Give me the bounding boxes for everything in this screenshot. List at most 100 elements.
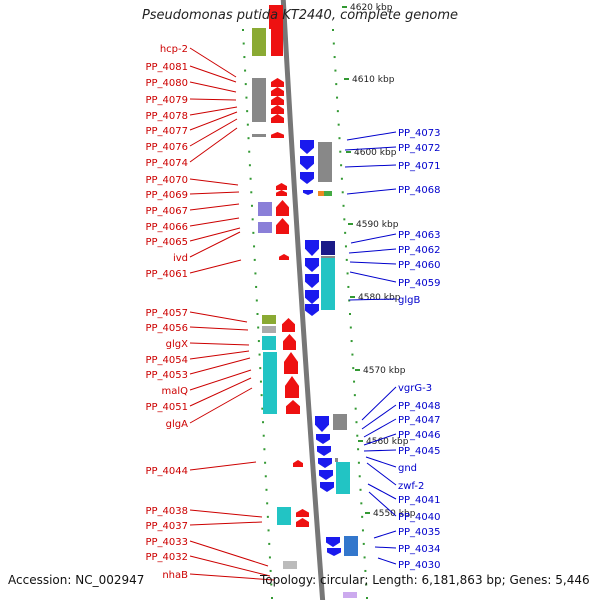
left-gene-label: PP_4053 [145,370,188,381]
left-leader-line [189,357,251,375]
left-tick-dot [251,218,254,221]
left-tick-dot [254,272,257,275]
left-tick-dot [259,380,262,383]
gene-feature [269,5,283,29]
right-tick-dot [349,313,351,315]
right-tick-dot [355,421,358,424]
right-tick-dot [361,515,364,518]
left-leader-line [189,326,249,331]
right-gene-label: PP_4035 [398,527,441,538]
gene-feature [277,507,291,525]
gene-arrow-up [286,400,300,414]
right-tick-dot [360,502,363,505]
left-tick-dot [271,597,273,599]
right-tick-dot [361,529,364,532]
left-gene-label: PP_4044 [145,466,188,477]
right-gene-label: PP_4073 [398,128,441,139]
right-leader-line [367,483,397,500]
left-tick-dot [244,83,247,86]
left-gene-label: PP_4056 [145,323,188,334]
right-tick-dot [364,569,367,572]
gene-arrow-up [271,132,284,138]
right-leader-line [365,456,397,468]
gene-feature [324,191,332,196]
right-leader-line [363,449,397,452]
map-title: Pseudomonas putida KT2440, complete geno… [141,8,459,23]
left-leader-line [189,540,269,567]
right-tick-dot [336,110,339,113]
kbp-label: 4560 kbp [366,437,409,447]
right-leader-line [346,131,397,141]
left-gene-label: nhaB [162,570,188,581]
right-gene-label: PP_4072 [398,143,441,154]
gene-feature [258,202,272,216]
right-leader-line [349,261,397,265]
gene-arrow-down [319,470,333,480]
gene-arrow-down [300,156,314,170]
right-tick-dot [336,96,339,99]
right-gene-label: PP_4030 [398,560,441,571]
left-gene-label: PP_4057 [145,308,188,319]
right-tick-dot [344,245,347,248]
left-gene-label: PP_4078 [145,111,188,122]
left-gene-label: glgA [166,419,188,430]
right-leader-line [361,404,397,430]
gene-feature [271,28,283,56]
gene-arrow-up [283,334,296,350]
right-leader-line [363,433,397,446]
right-gene-label: PP_4063 [398,230,441,241]
left-leader-line [189,118,238,147]
gene-arrow-up [276,183,287,190]
left-gene-label: PP_4070 [145,175,188,186]
left-gene-label: PP_4065 [145,237,188,248]
left-tick-dot [242,42,245,45]
right-tick-dot [357,448,360,451]
right-tick-dot [339,150,342,153]
right-tick-dot [362,542,365,545]
gene-feature [336,462,350,494]
left-gene-label: PP_4033 [145,537,188,548]
kbp-tick [348,223,353,225]
right-leader-line [348,298,397,301]
right-gene-label: PP_4068 [398,185,441,196]
right-leader-line [350,233,397,244]
right-leader-line [344,164,397,168]
right-gene-label: PP_4060 [398,260,441,271]
kbp-label: 4610 kbp [352,75,395,85]
right-tick-dot [335,83,338,86]
gene-feature [318,191,324,196]
gene-feature [335,458,338,462]
gene-arrow-up [276,190,287,196]
left-tick-dot [262,434,265,437]
gene-arrow-up [284,352,298,374]
left-leader-line [189,98,237,101]
gene-feature [283,561,297,569]
gene-arrow-down [300,140,314,154]
right-gene-label: PP_4059 [398,278,441,289]
right-tick-dot [363,556,366,559]
right-tick-dot [351,353,354,356]
right-gene-label: PP_4045 [398,446,441,457]
kbp-tick [358,440,363,442]
gene-arrow-down [326,537,340,547]
gene-feature [263,352,277,414]
left-gene-label: PP_4081 [145,62,188,73]
gene-arrow-up [282,318,295,332]
left-tick-dot [250,191,253,194]
left-gene-label: PP_4074 [145,158,188,169]
right-leader-line [363,418,397,438]
right-leader-line [346,188,397,195]
left-leader-line [189,377,252,407]
right-tick-dot [350,340,353,343]
gene-arrow-up [276,200,289,216]
right-leader-line [368,491,397,517]
kbp-tick [342,6,347,8]
accession-text: Accession: NC_002947 [8,573,145,587]
gene-arrow-down [327,548,341,556]
left-leader-line [189,203,240,211]
left-leader-line [189,387,253,424]
left-leader-line [189,65,237,83]
right-gene-label: PP_4034 [398,544,441,555]
